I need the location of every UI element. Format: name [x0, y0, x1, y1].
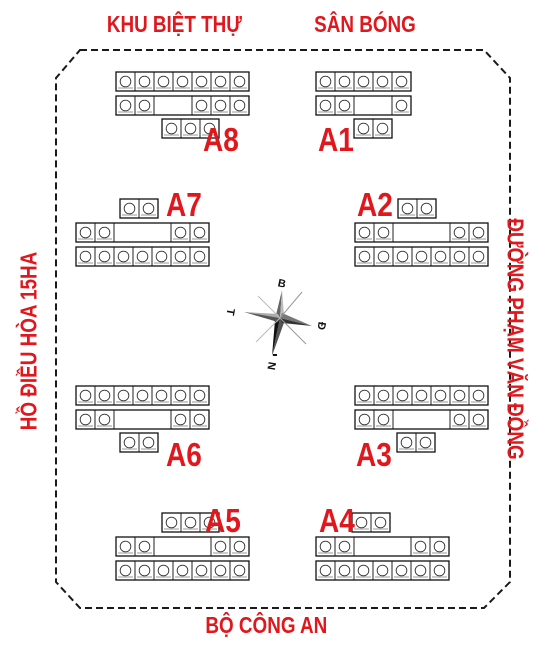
label-villa-area: KHU BIỆT THỰ [106, 11, 242, 37]
compass-west-label: T [223, 307, 236, 316]
building-a4-label: A4 [319, 502, 355, 539]
compass-south-label: N [264, 361, 277, 371]
building-a6 [75, 385, 210, 453]
building-a4 [315, 512, 450, 581]
label-lake: HỒ ĐIỀU HÒA 15HA [15, 251, 42, 431]
label-football-field: SÂN BÓNG [314, 11, 416, 37]
compass-icon: B N Đ T [223, 277, 327, 371]
building-a6-label: A6 [166, 436, 202, 473]
building-a8 [115, 71, 250, 139]
building-a2 [354, 198, 489, 267]
compass-east-label: Đ [314, 321, 327, 331]
building-blocks [75, 71, 489, 581]
building-a8-label: A8 [203, 121, 239, 158]
building-a3-label: A3 [356, 436, 392, 473]
label-pham-van-dong-road: ĐƯỜNG PHẠM VĂN ĐỒNG [502, 218, 529, 460]
building-a1-label: A1 [318, 121, 354, 158]
building-a5 [115, 512, 250, 581]
label-ministry-police: BỘ CÔNG AN [205, 612, 328, 638]
site-boundary [55, 49, 511, 609]
compass-north-label: B [277, 277, 287, 290]
building-a7-label: A7 [166, 186, 202, 223]
building-a3 [354, 385, 489, 453]
building-a1 [315, 71, 412, 139]
building-a7 [75, 198, 210, 267]
building-a2-label: A2 [357, 186, 393, 223]
building-a5-label: A5 [205, 502, 241, 539]
